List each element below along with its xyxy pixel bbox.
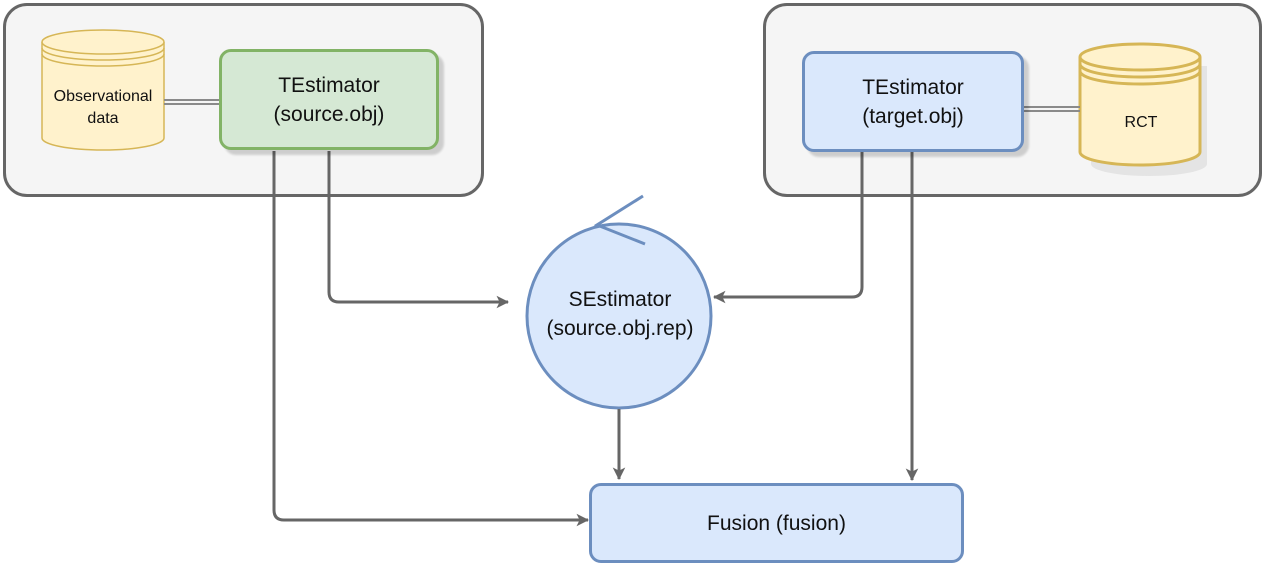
- sestimator-subtitle: (source.obj.rep): [546, 317, 694, 340]
- te-target-subtitle: (target.obj): [862, 104, 964, 128]
- te-target-node[interactable]: TEstimator (target.obj): [802, 51, 1024, 152]
- te-source-node[interactable]: TEstimator (source.obj): [219, 49, 439, 150]
- te-target-title: TEstimator: [862, 75, 964, 99]
- sestimator-node[interactable]: [525, 194, 713, 410]
- fusion-label: Fusion (fusion): [707, 511, 846, 535]
- edge-te-target-to-sestimator: [712, 151, 864, 304]
- edge-te-target-to-rct: [1024, 106, 1080, 112]
- sestimator-label: SEstimator (source.obj.rep): [527, 285, 713, 343]
- edge-te-source-to-fusion: [272, 151, 590, 527]
- observational-data-line-1: Observational: [53, 88, 153, 105]
- te-source-title: TEstimator: [278, 73, 380, 97]
- observational-data-line-2: data: [87, 110, 119, 127]
- edge-te-source-to-sestimator: [327, 151, 510, 309]
- loop-mark-icon: [593, 194, 646, 246]
- fusion-node[interactable]: Fusion (fusion): [589, 483, 964, 563]
- observational-data-database-icon: [41, 29, 165, 151]
- rct-database-icon: [1078, 42, 1207, 176]
- observational-data-label: Observational data: [40, 86, 166, 130]
- te-source-subtitle: (source.obj): [273, 102, 385, 126]
- rct-label: RCT: [1124, 114, 1158, 131]
- edge-observational-to-te-source: [164, 99, 219, 105]
- sestimator-title: SEstimator: [568, 288, 672, 311]
